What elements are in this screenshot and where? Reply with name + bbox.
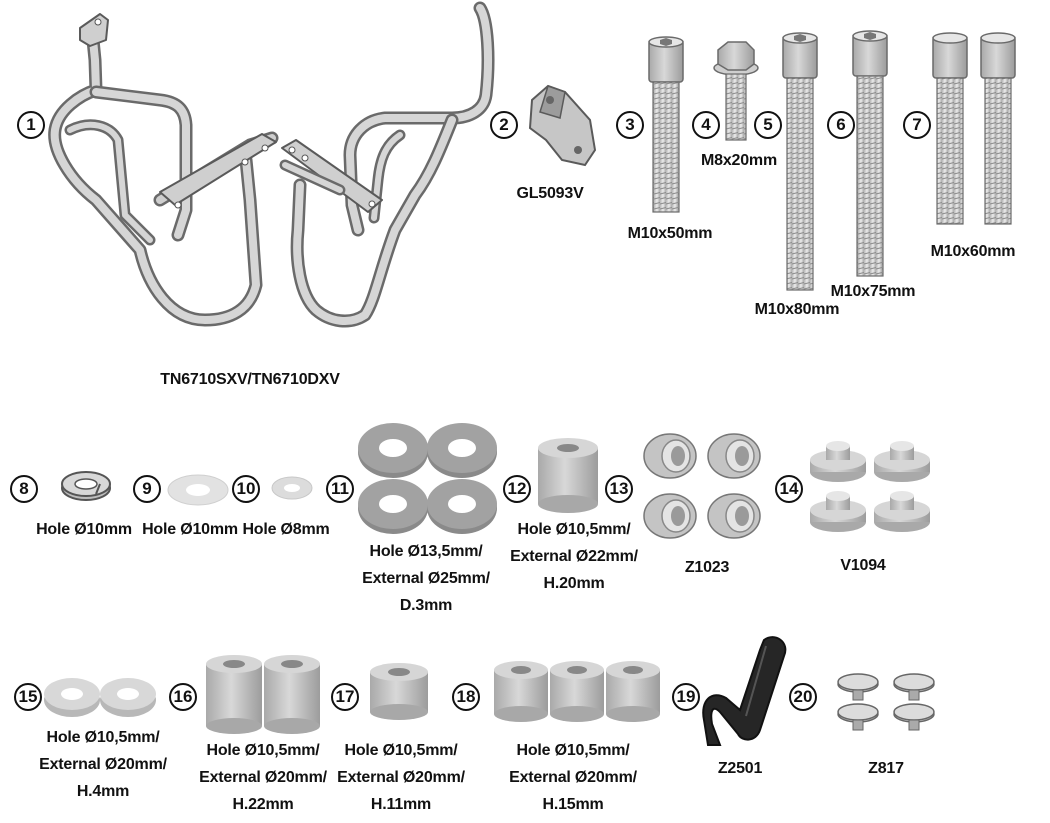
socket-bolt-icon — [648, 36, 684, 213]
part-label-line: Z1023 — [684, 559, 730, 576]
part-label: Hole Ø13,5mm/External Ø25mm/D.3mm — [352, 538, 500, 619]
part-number-badge: 6 — [827, 111, 855, 139]
split-lock-washer-icon — [61, 471, 111, 501]
part-number-badge: 5 — [754, 111, 782, 139]
part-label-line: M8x20mm — [701, 152, 777, 169]
part-label-line: H.11mm — [370, 796, 432, 813]
part-number-badge: 18 — [452, 683, 480, 711]
socket-bolt-icon — [782, 32, 818, 291]
part-label: Hole Ø10,5mm/External Ø20mm/H.15mm — [498, 737, 648, 818]
part-number-badge: 20 — [789, 683, 817, 711]
part-label-line: TN6710SXV/TN6710DXV — [160, 371, 340, 388]
part-label: Hole Ø10,5mm/External Ø20mm/H.4mm — [28, 724, 178, 805]
part-label-line: Hole Ø10,5mm/ — [46, 729, 160, 746]
part-label: Z2501 — [700, 755, 780, 782]
bracket-icon — [528, 84, 597, 167]
part-label-line: M10x80mm — [754, 301, 840, 318]
part-label-line: Hole Ø10,5mm/ — [516, 742, 630, 759]
hex-flange-bolt-icon — [713, 41, 759, 141]
part-label-line: H.20mm — [543, 575, 605, 592]
part-label-line: External Ø20mm/ — [39, 756, 167, 773]
part-label-line: Hole Ø10,5mm/ — [206, 742, 320, 759]
part-label: GL5093V — [500, 180, 600, 207]
part-number-badge: 15 — [14, 683, 42, 711]
part-number-badge: 19 — [672, 683, 700, 711]
part-label-line: H.22mm — [232, 796, 294, 813]
part-label-line: External Ø25mm/ — [362, 570, 490, 587]
part-label-line: Z817 — [868, 760, 904, 777]
part-label-line: V1094 — [840, 557, 886, 574]
part-label: Hole Ø10,5mm/External Ø20mm/H.11mm — [326, 737, 476, 818]
part-label-line: Hole Ø8mm — [242, 521, 330, 538]
spacer-triple-icon — [494, 661, 660, 722]
flat-washer-icon — [271, 476, 313, 500]
part-label-line: Hole Ø10,5mm/ — [344, 742, 458, 759]
part-number-badge: 7 — [903, 111, 931, 139]
part-number-badge: 3 — [616, 111, 644, 139]
socket-bolt-pair-icon — [932, 32, 1016, 225]
part-label: M10x75mm — [818, 278, 928, 305]
spacer-icon — [538, 438, 598, 513]
part-label-line: Hole Ø13,5mm/ — [369, 543, 483, 560]
part-label-line: M10x50mm — [627, 225, 713, 242]
part-label-line: D.3mm — [399, 597, 453, 614]
part-number-badge: 10 — [232, 475, 260, 503]
part-label: Hole Ø10mm — [138, 516, 242, 543]
part-number-badge: 4 — [692, 111, 720, 139]
part-label: Hole Ø10,5mm/External Ø20mm/H.22mm — [188, 737, 338, 818]
part-number-badge: 14 — [775, 475, 803, 503]
part-number-badge: 8 — [10, 475, 38, 503]
part-label: Z817 — [846, 755, 926, 782]
part-label: M10x60mm — [918, 238, 1028, 265]
part-label: TN6710SXV/TN6710DXV — [150, 366, 350, 393]
washer-pair-icon — [44, 678, 156, 717]
part-label: Hole Ø8mm — [238, 516, 334, 543]
spacer-icon — [370, 663, 428, 720]
rubber-grommet-set-icon — [643, 433, 761, 539]
part-label-line: External Ø20mm/ — [337, 769, 465, 786]
part-number-badge: 11 — [326, 475, 354, 503]
part-number-badge: 13 — [605, 475, 633, 503]
part-label: Hole Ø10mm — [26, 516, 142, 543]
part-label-line: Hole Ø10,5mm/ — [517, 521, 631, 538]
part-label-line: M10x60mm — [930, 243, 1016, 260]
part-label-line: External Ø20mm/ — [199, 769, 327, 786]
part-number-badge: 16 — [169, 683, 197, 711]
socket-bolt-icon — [852, 30, 888, 277]
crash-bar-right-icon — [279, 1, 495, 328]
part-number-badge: 12 — [503, 475, 531, 503]
spacer-pair-icon — [206, 655, 320, 734]
push-rivet-set-icon — [837, 673, 935, 731]
flat-washer-icon — [167, 474, 229, 506]
part-label-line: External Ø22mm/ — [510, 548, 638, 565]
part-label: Z1023 — [662, 554, 752, 581]
part-label-line: M10x75mm — [830, 283, 916, 300]
part-label: M8x20mm — [684, 147, 794, 174]
part-label-line: Z2501 — [717, 760, 763, 777]
part-number-badge: 9 — [133, 475, 161, 503]
rubber-washer-set-icon — [358, 423, 497, 534]
part-number-badge: 2 — [490, 111, 518, 139]
part-label-line: H.15mm — [542, 796, 604, 813]
part-label-line: Hole Ø10mm — [142, 521, 238, 538]
part-number-badge: 1 — [17, 111, 45, 139]
part-label-line: GL5093V — [516, 185, 584, 202]
part-label-line: Hole Ø10mm — [36, 521, 132, 538]
part-label: V1094 — [818, 552, 908, 579]
crash-bar-left-icon — [48, 13, 279, 327]
part-label-line: H.4mm — [76, 783, 130, 800]
edge-trim-icon — [702, 636, 787, 746]
part-number-badge: 17 — [331, 683, 359, 711]
part-label: Hole Ø10,5mm/External Ø22mm/H.20mm — [500, 516, 648, 597]
part-label: M10x50mm — [615, 220, 725, 247]
part-label-line: External Ø20mm/ — [509, 769, 637, 786]
stepped-bushing-set-icon — [810, 441, 930, 532]
part-label: M10x80mm — [742, 296, 852, 323]
